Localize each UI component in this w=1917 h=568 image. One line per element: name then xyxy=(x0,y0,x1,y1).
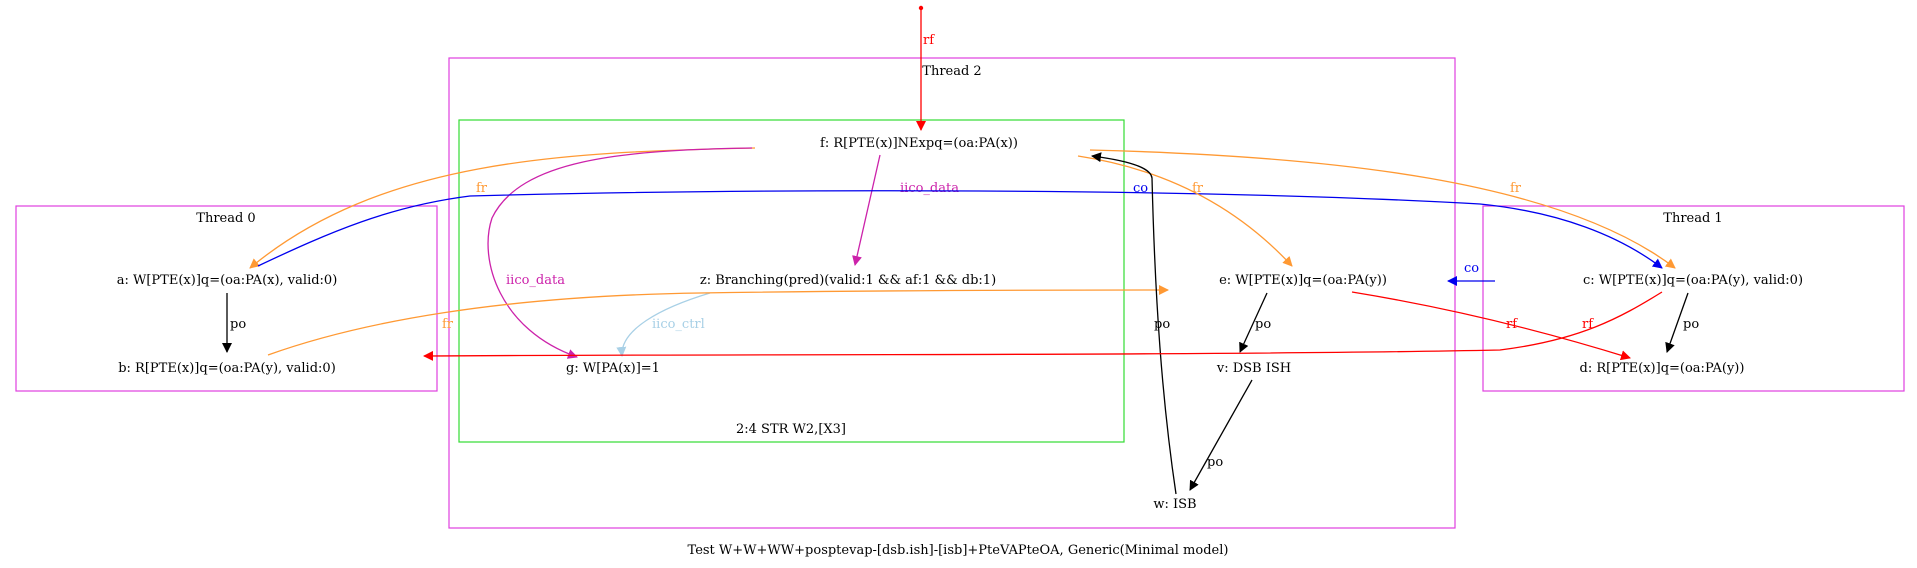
node-w: w: ISB xyxy=(1153,497,1196,512)
edge-rf-c-b xyxy=(423,291,1663,361)
node-e: e: W[PTE(x)]q=(oa:PA(y)) xyxy=(1219,273,1387,288)
edge-label-po-cd: po xyxy=(1683,317,1699,332)
node-g: g: W[PA(x)]=1 xyxy=(566,361,660,376)
edge-label-iico-data-fg: iico_data xyxy=(506,273,565,288)
edge-fr-f-c xyxy=(1089,149,1676,269)
node-f: f: R[PTE(x)]NExpq=(oa:PA(x)) xyxy=(820,136,1018,151)
edge-po-v-w xyxy=(1189,379,1253,491)
edge-po-w-f xyxy=(1091,152,1177,495)
edge-label-rf-init: rf xyxy=(923,33,935,48)
thread1-label: Thread 1 xyxy=(1663,211,1722,226)
edge-iico-data-f-z xyxy=(852,154,881,266)
node-a: a: W[PTE(x)]q=(oa:PA(x), valid:0) xyxy=(117,273,338,288)
edge-label-po-wf: po xyxy=(1154,317,1170,332)
edge-label-po-ev: po xyxy=(1255,317,1271,332)
edge-label-po-ab: po xyxy=(230,317,246,332)
edge-iico-ctrl-z-g xyxy=(616,292,711,357)
node-c: c: W[PTE(x)]q=(oa:PA(y), valid:0) xyxy=(1583,273,1803,288)
edge-fr-f-a xyxy=(249,147,756,269)
node-d: d: R[PTE(x)]q=(oa:PA(y)) xyxy=(1580,361,1745,376)
edge-label-po-vw: po xyxy=(1207,455,1223,470)
edge-label-rf-ed: rf xyxy=(1506,317,1518,332)
edge-label-co-ce: co xyxy=(1464,261,1479,276)
thread2-cluster xyxy=(448,57,1456,529)
edge-fr-b-e xyxy=(267,285,1169,356)
edge-label-fr-be: fr xyxy=(442,317,454,332)
edge-label-iico-data-fz: iico_data xyxy=(900,181,959,196)
edge-label-fr-fa: fr xyxy=(476,181,488,196)
edge-fr-f-e xyxy=(1077,155,1293,267)
edge-label-iico-ctrl-zg: iico_ctrl xyxy=(652,317,705,332)
edge-label-fr-fc: fr xyxy=(1510,181,1522,196)
instr-label: 2:4 STR W2,[X3] xyxy=(736,422,846,437)
node-z: z: Branching(pred)(valid:1 && af:1 && db… xyxy=(700,273,996,288)
thread0-label: Thread 0 xyxy=(196,211,255,226)
edge-iico-data-f-g xyxy=(487,147,753,359)
edge-label-fr-fe: fr xyxy=(1192,181,1204,196)
node-b: b: R[PTE(x)]q=(oa:PA(y), valid:0) xyxy=(118,361,336,376)
edge-co-a-c xyxy=(257,190,1663,269)
thread1-cluster xyxy=(1482,205,1905,392)
node-v: v: DSB ISH xyxy=(1216,361,1291,376)
edge-po-c-d xyxy=(1665,292,1689,353)
edge-label-rf-cb: rf xyxy=(1582,317,1594,332)
edge-rf-e-d xyxy=(1351,291,1631,361)
instr-cluster xyxy=(458,119,1125,443)
init-point xyxy=(918,5,924,11)
edge-po-e-v xyxy=(1239,292,1268,353)
edge-label-co-ac: co xyxy=(1133,181,1148,196)
thread0-cluster xyxy=(15,205,438,392)
diagram-caption: Test W+W+WW+posptevap-[dsb.ish]-[isb]+Pt… xyxy=(688,543,1229,558)
thread2-label: Thread 2 xyxy=(922,64,981,79)
